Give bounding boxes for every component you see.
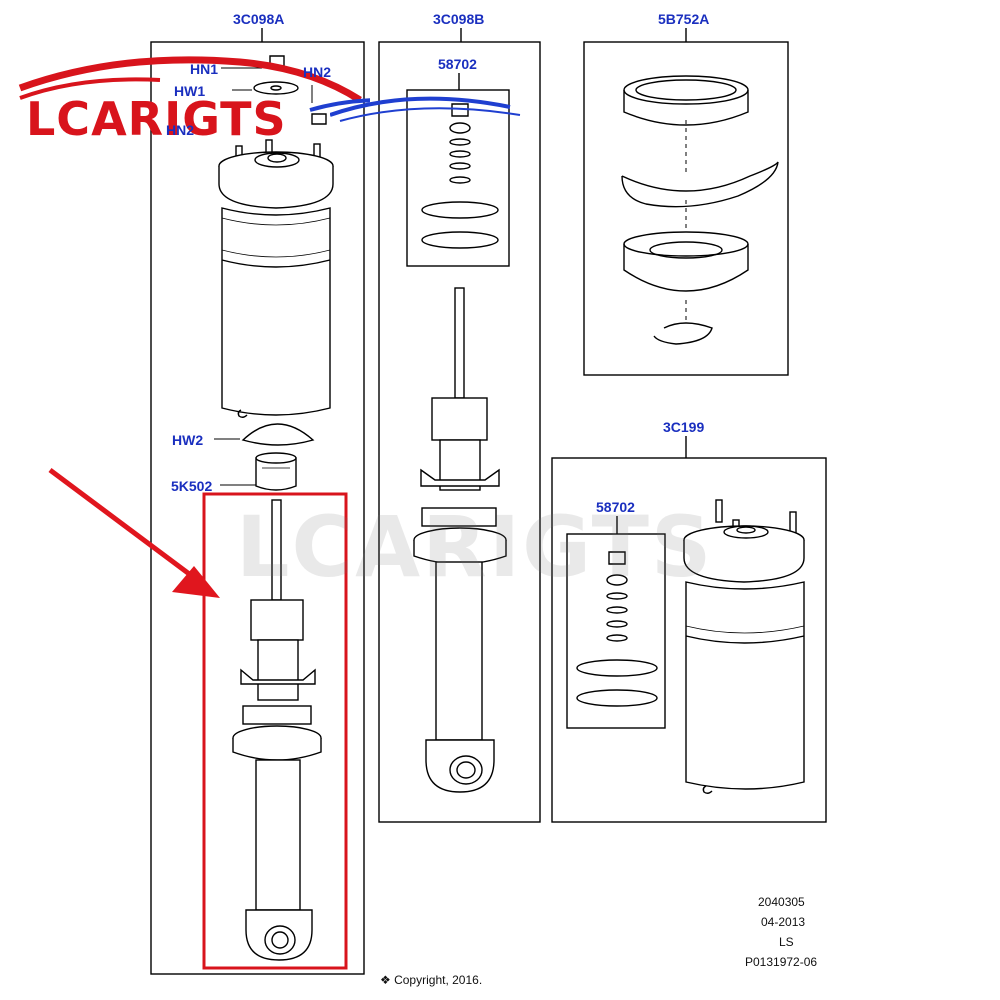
- shock-absorber-b: [413, 287, 507, 793]
- shock-absorber-highlighted: [232, 499, 322, 961]
- callout-5b752a: 5B752A: [658, 11, 710, 27]
- callout-hw2: HW2: [172, 432, 204, 448]
- air-spring-left: [218, 55, 334, 491]
- drawing-date: 04-2013: [761, 915, 806, 929]
- red-arrow-icon: [48, 467, 220, 598]
- group-frame-3c199: [551, 457, 827, 823]
- highlight-box: [202, 492, 348, 970]
- drawing-part-ref: P0131972-06: [745, 955, 818, 969]
- watermark-logo-text: LCARIGTS: [26, 92, 287, 146]
- callout-58702-lower: 58702: [596, 499, 635, 515]
- watermark-swoosh: [330, 96, 521, 122]
- seal-kit-upper: [421, 103, 499, 249]
- callout-3c199: 3C199: [663, 419, 705, 435]
- callout-hn2-left: HN2: [166, 122, 195, 138]
- callout-3c098a: 3C098A: [233, 11, 285, 27]
- callout-hn1: HN1: [190, 61, 219, 77]
- subgroup-frame-58702-upper: [406, 89, 510, 267]
- copyright-notice: ❖ Copyright, 2016.: [380, 973, 483, 987]
- seal-kit-lower: [576, 551, 658, 707]
- watermark-logo: [18, 56, 370, 112]
- background-watermark-text: LCARIGTS: [236, 498, 714, 596]
- air-spring-right: [683, 499, 805, 794]
- callout-58702-upper: 58702: [438, 56, 477, 72]
- callout-hw1: HW1: [174, 83, 206, 99]
- callout-hn2-right: HN2: [303, 64, 332, 80]
- upper-mount-kit: [621, 75, 779, 345]
- callout-5k502: 5K502: [171, 478, 213, 494]
- subgroup-frame-58702-lower: [566, 533, 666, 729]
- drawing-region: LS: [779, 935, 794, 949]
- group-frame-3c098a: [150, 41, 365, 975]
- drawing-code: 2040305: [758, 895, 805, 909]
- callout-3c098b: 3C098B: [433, 11, 485, 27]
- group-frame-3c098b: [378, 41, 541, 823]
